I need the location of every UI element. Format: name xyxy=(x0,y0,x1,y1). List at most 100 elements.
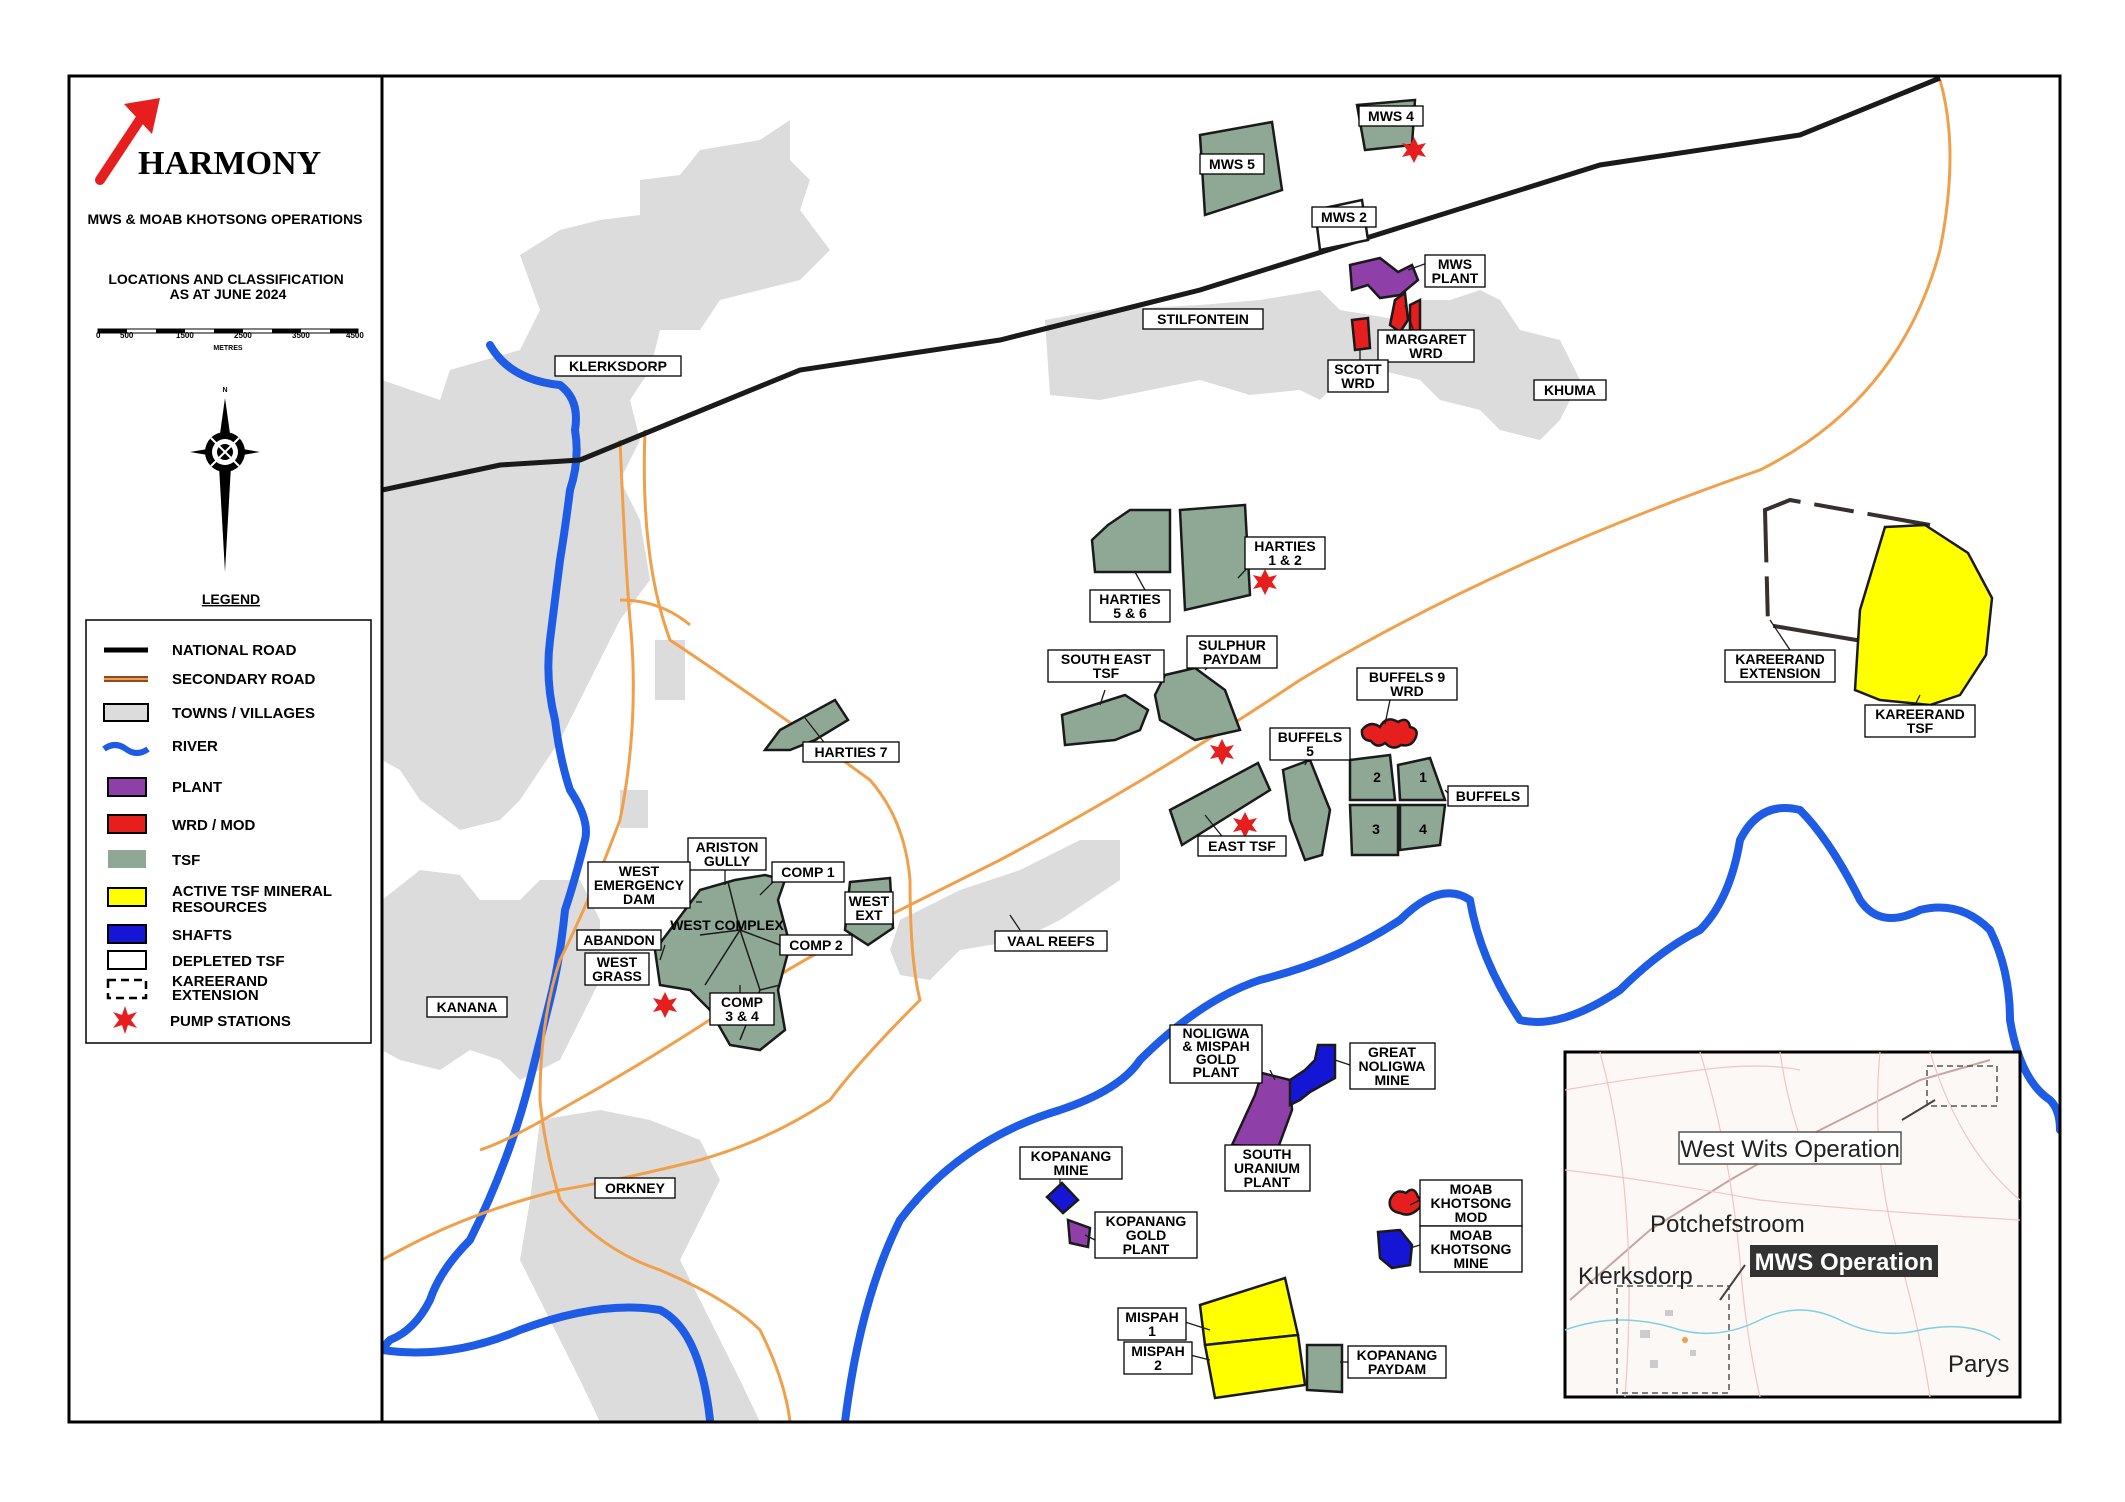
buffels-cell-label: 2 xyxy=(1373,769,1381,785)
pump-stations-layer xyxy=(653,137,1426,1018)
harmony-logo: HARMONY xyxy=(95,98,321,185)
tsf-buffels-1 xyxy=(1396,756,1447,802)
buffels-cell-label: 4 xyxy=(1419,821,1427,837)
scale-unit: METRES xyxy=(213,345,243,352)
rivers-layer xyxy=(382,341,2060,1422)
active-tsf-kareerand xyxy=(1853,523,1994,707)
legend-label: NATIONAL ROAD xyxy=(172,642,297,659)
legend-label: DEPLETED TSF xyxy=(172,953,285,970)
plant-layer xyxy=(1066,256,1420,1249)
legend-swatch-wrd xyxy=(107,814,147,834)
leader-lines xyxy=(659,261,1921,1363)
pump-icon xyxy=(1402,137,1426,163)
label-orkney: ORKNEY xyxy=(605,1180,666,1196)
shaft-moab-khotsong xyxy=(1376,1228,1414,1270)
inset-frame xyxy=(1563,1050,2022,1399)
legend-swatch-kareerand-extension xyxy=(106,978,148,1000)
legend: NATIONAL ROAD SECONDARY ROAD TOWNS / VIL… xyxy=(85,619,372,1044)
place-labels: KLERKSDORP STILFONTEIN KHUMA KANANA ORKN… xyxy=(426,308,1607,1199)
town-vaal-reefs xyxy=(890,840,1120,980)
inset-label-mws-operation: MWS Operation xyxy=(1755,1249,1934,1276)
subheading-line2: AS AT JUNE 2024 xyxy=(170,286,287,302)
buffels-cell-label: 3 xyxy=(1372,821,1380,837)
legend-swatch-shaft xyxy=(107,924,147,944)
town-klerksdorp xyxy=(382,120,830,830)
secondary-road xyxy=(619,598,691,627)
map-frame xyxy=(380,74,2062,1424)
legend-swatch-active-tsf xyxy=(107,887,147,907)
tsf-harties12 xyxy=(1178,503,1252,612)
wrd-margaret-a xyxy=(1388,290,1410,334)
logo-text: HARMONY xyxy=(138,145,321,182)
plant-mws xyxy=(1348,256,1420,300)
buffels-cell-label: 1 xyxy=(1419,769,1427,785)
label-mws4: MWS 4 xyxy=(1368,108,1414,124)
scale-bar: 0 500 1500 2500 3500 4500 METRES xyxy=(96,328,364,352)
kareerand-extension xyxy=(1762,497,1931,643)
compass-icon: N xyxy=(190,387,260,572)
inset-map: West Wits Operation Potchefstroom MWS Op… xyxy=(1563,1050,2022,1399)
pump-icon xyxy=(1233,812,1257,838)
pump-icon xyxy=(1210,739,1234,765)
map-area: KLERKSDORP STILFONTEIN KHUMA KANANA ORKN… xyxy=(380,74,2062,1424)
legend-label: TSF xyxy=(172,852,200,869)
map-subheading: LOCATIONS AND CLASSIFICATION AS AT JUNE … xyxy=(108,271,347,302)
scale-tick: 500 xyxy=(120,331,134,340)
inset-label-west-wits: West Wits Operation xyxy=(1680,1136,1900,1163)
river-vaal xyxy=(841,804,2060,1422)
plant-kopanang-gold xyxy=(1066,1218,1092,1249)
map-heading: MWS & MOAB KHOTSONG OPERATIONS xyxy=(87,211,362,227)
label-mws2: MWS 2 xyxy=(1321,209,1367,225)
label-harties7: HARTIES 7 xyxy=(814,744,887,760)
label-stilfontein: STILFONTEIN xyxy=(1157,311,1249,327)
shaft-layer xyxy=(1045,1043,1414,1270)
active-tsf-layer xyxy=(1198,523,1994,1400)
legend-swatch-tsf xyxy=(108,850,146,868)
wrd-buffels9 xyxy=(1360,718,1418,749)
label-east-tsf: EAST TSF xyxy=(1208,838,1276,854)
label-klerksdorp: KLERKSDORP xyxy=(569,358,667,374)
legend-label: SECONDARY ROAD xyxy=(172,671,316,688)
scale-tick: 1500 xyxy=(176,331,194,340)
label-vaal-reefs: VAAL REEFS xyxy=(1007,933,1094,949)
tsf-buffels-2 xyxy=(1348,753,1397,802)
tsf-buffels-4 xyxy=(1398,803,1447,852)
scale-tick: 4500 xyxy=(346,331,364,340)
legend-swatch-town xyxy=(103,703,149,722)
tsf-buffels-3 xyxy=(1348,803,1400,857)
legend-swatch-river xyxy=(102,742,150,756)
label-buffels: BUFFELS xyxy=(1456,788,1521,804)
pump-icon xyxy=(653,992,677,1018)
scale-tick: 2500 xyxy=(234,331,252,340)
legend-heading: LEGEND xyxy=(202,591,260,607)
scale-tick: 0 xyxy=(96,331,101,340)
wrd-scott xyxy=(1350,316,1372,352)
inset-label-klerksdorp: Klerksdorp xyxy=(1578,1263,1693,1290)
legend-label: PUMP STATIONS xyxy=(170,1013,291,1030)
subheading-line1: LOCATIONS AND CLASSIFICATION xyxy=(108,271,343,287)
label-west-complex: WEST COMPLEX xyxy=(670,917,784,933)
label-khuma: KHUMA xyxy=(1544,382,1596,398)
label-kanana: KANANA xyxy=(437,999,498,1015)
